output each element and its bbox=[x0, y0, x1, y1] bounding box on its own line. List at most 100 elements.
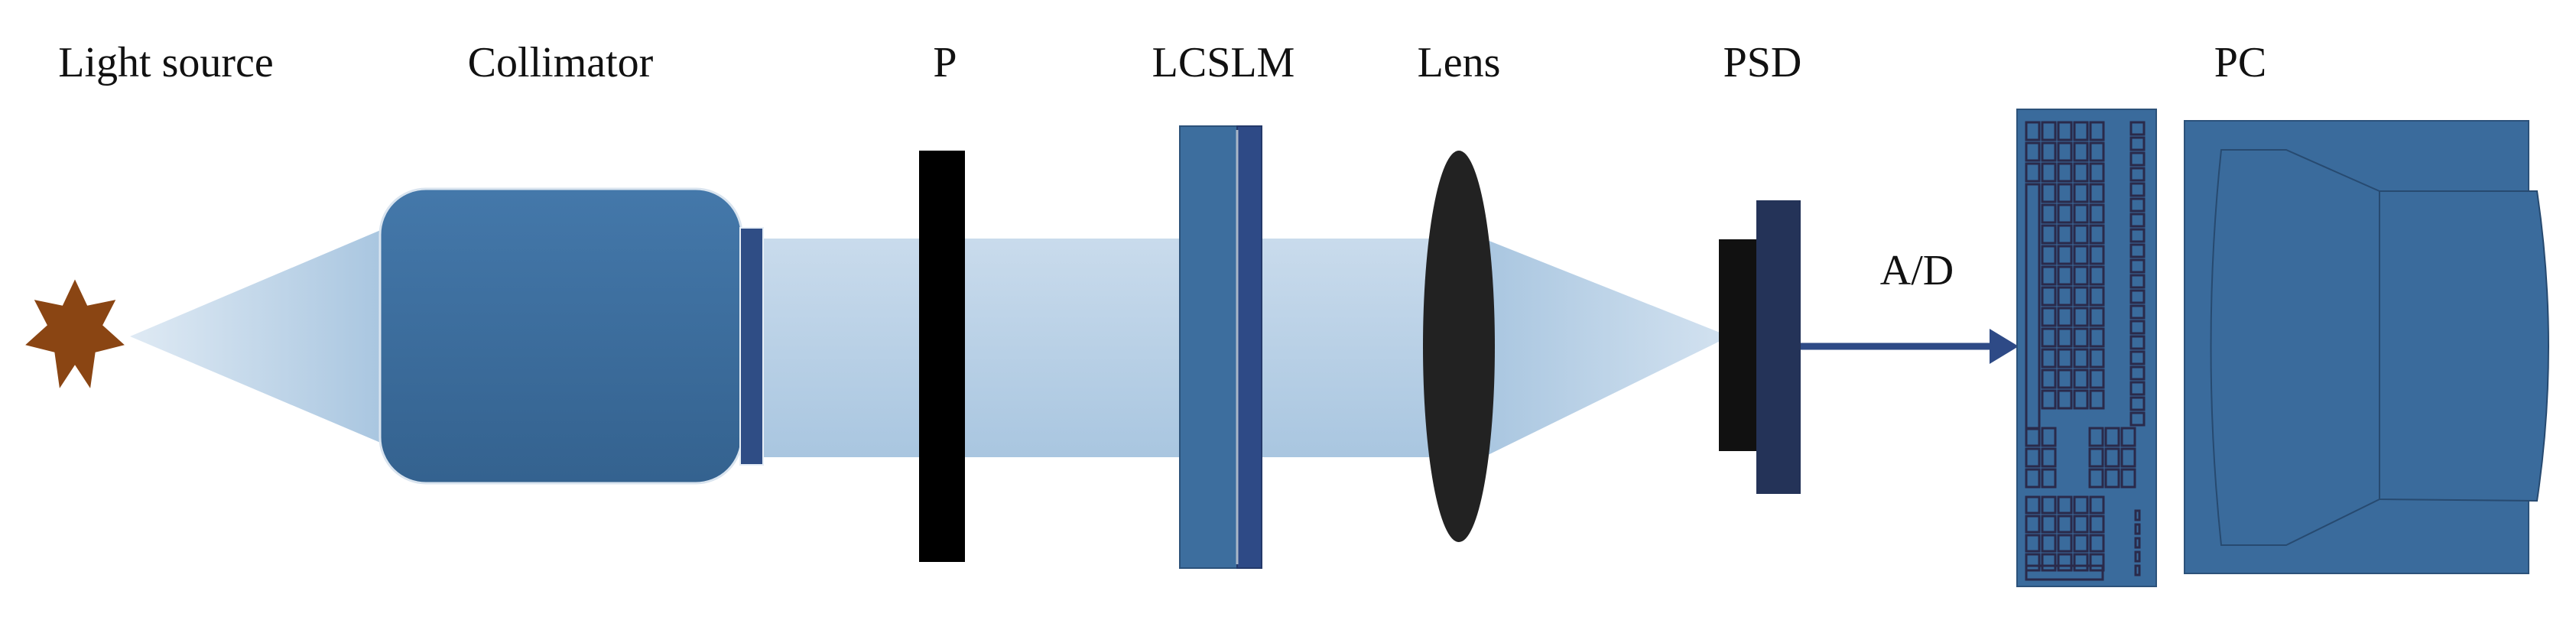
keyboard-key bbox=[2057, 495, 2073, 515]
keyboard-key bbox=[2089, 348, 2105, 369]
keyboard-key bbox=[2057, 369, 2073, 389]
keyboard-key bbox=[2120, 468, 2136, 489]
label-lcslm: LCSLM bbox=[1152, 39, 1295, 86]
keyboard-key bbox=[2073, 265, 2089, 286]
keyboard-key bbox=[2129, 167, 2146, 182]
keyboard-key bbox=[2057, 121, 2073, 141]
keyboard-key bbox=[2104, 468, 2120, 489]
keyboard-key bbox=[2073, 515, 2089, 534]
keyboard-key bbox=[2057, 224, 2073, 245]
keyboard-key bbox=[2073, 224, 2089, 245]
keyboard-key bbox=[2088, 427, 2104, 447]
keyboard-key bbox=[2129, 304, 2146, 320]
keyboard-key bbox=[2073, 121, 2089, 141]
keyboard-key bbox=[2057, 515, 2073, 534]
keyboard-key bbox=[2129, 151, 2146, 167]
psd-base bbox=[1719, 239, 1759, 451]
keyboard-key bbox=[2129, 213, 2146, 228]
keyboard-key bbox=[2025, 121, 2041, 141]
keyboard-key bbox=[2057, 183, 2073, 203]
keyboard-key bbox=[2129, 182, 2146, 197]
keyboard-key bbox=[2089, 307, 2105, 327]
keyboard-key bbox=[2089, 141, 2105, 162]
keyboard-key bbox=[2041, 348, 2057, 369]
label-psd: PSD bbox=[1723, 39, 1802, 86]
keyboard-key bbox=[2041, 495, 2057, 515]
keyboard-key bbox=[2057, 389, 2073, 410]
keyboard-key bbox=[2041, 245, 2057, 265]
keyboard-key bbox=[2089, 553, 2105, 572]
keyboard-key bbox=[2041, 183, 2057, 203]
keyboard-key bbox=[2025, 553, 2041, 572]
keyboard-key bbox=[2057, 265, 2073, 286]
keyboard-key bbox=[2057, 162, 2073, 183]
keyboard-key bbox=[2041, 327, 2057, 348]
keyboard-key bbox=[2129, 274, 2146, 289]
pc-keyboard-icon bbox=[2016, 109, 2157, 587]
keyboard-key bbox=[2129, 381, 2146, 396]
keyboard-key bbox=[2041, 515, 2057, 534]
label-light-source: Light source bbox=[58, 39, 274, 86]
keyboard-key bbox=[2041, 162, 2057, 183]
collimated-beam bbox=[757, 239, 1437, 457]
keyboard-key bbox=[2129, 320, 2146, 335]
keyboard-key bbox=[2073, 495, 2089, 515]
keyboard-key bbox=[2089, 495, 2105, 515]
keyboard-key bbox=[2057, 203, 2073, 224]
keyboard-key bbox=[2104, 447, 2120, 468]
lcslm-front-panel bbox=[1179, 125, 1238, 569]
converging-beam bbox=[1483, 239, 1730, 457]
keyboard-key bbox=[2073, 534, 2089, 553]
keyboard-key bbox=[2057, 245, 2073, 265]
keyboard-key bbox=[2025, 447, 2041, 468]
keyboard-key bbox=[2134, 564, 2141, 576]
keyboard-key bbox=[2089, 265, 2105, 286]
keyboard-key bbox=[2129, 365, 2146, 381]
keyboard-key bbox=[2057, 534, 2073, 553]
psd-sensor bbox=[1756, 200, 1801, 494]
keyboard-key bbox=[2041, 307, 2057, 327]
keyboard-key bbox=[2129, 228, 2146, 243]
keyboard-key bbox=[2025, 162, 2041, 183]
keyboard-key bbox=[2057, 348, 2073, 369]
keyboard-key bbox=[2073, 245, 2089, 265]
keyboard-key bbox=[2073, 348, 2089, 369]
keyboard-key bbox=[2041, 286, 2057, 307]
keyboard-key bbox=[2129, 197, 2146, 213]
keyboard-key bbox=[2041, 389, 2057, 410]
keyboard-key bbox=[2073, 183, 2089, 203]
keyboard-key bbox=[2041, 447, 2057, 468]
keyboard-key bbox=[2134, 537, 2141, 549]
keyboard-key bbox=[2073, 369, 2089, 389]
keyboard-key bbox=[2041, 265, 2057, 286]
keyboard-key bbox=[2089, 286, 2105, 307]
diverging-beam bbox=[130, 229, 382, 443]
keyboard-key bbox=[2057, 553, 2073, 572]
keyboard-key bbox=[2073, 307, 2089, 327]
ad-arrow-head-icon bbox=[1990, 329, 2019, 364]
keyboard-key bbox=[2129, 350, 2146, 365]
lens-element bbox=[1423, 151, 1495, 542]
keyboard-key bbox=[2041, 534, 2057, 553]
keyboard-key bbox=[2089, 183, 2105, 203]
keyboard-key bbox=[2073, 162, 2089, 183]
keyboard-key bbox=[2025, 141, 2041, 162]
keyboard-key bbox=[2089, 534, 2105, 553]
keyboard-key bbox=[2041, 468, 2057, 489]
keyboard-key bbox=[2089, 121, 2105, 141]
keyboard-key bbox=[2089, 162, 2105, 183]
keyboard-key bbox=[2057, 307, 2073, 327]
keyboard-key bbox=[2088, 468, 2104, 489]
keyboard-key bbox=[2073, 286, 2089, 307]
keyboard-key bbox=[2120, 447, 2136, 468]
keyboard-key bbox=[2073, 389, 2089, 410]
label-lens: Lens bbox=[1417, 39, 1501, 86]
keyboard-key bbox=[2057, 327, 2073, 348]
keyboard-key bbox=[2088, 447, 2104, 468]
keyboard-key bbox=[2041, 553, 2057, 572]
polarizer-plate bbox=[919, 151, 965, 562]
keyboard-key bbox=[2129, 121, 2146, 136]
keyboard-key bbox=[2104, 427, 2120, 447]
keyboard-key bbox=[2129, 136, 2146, 151]
